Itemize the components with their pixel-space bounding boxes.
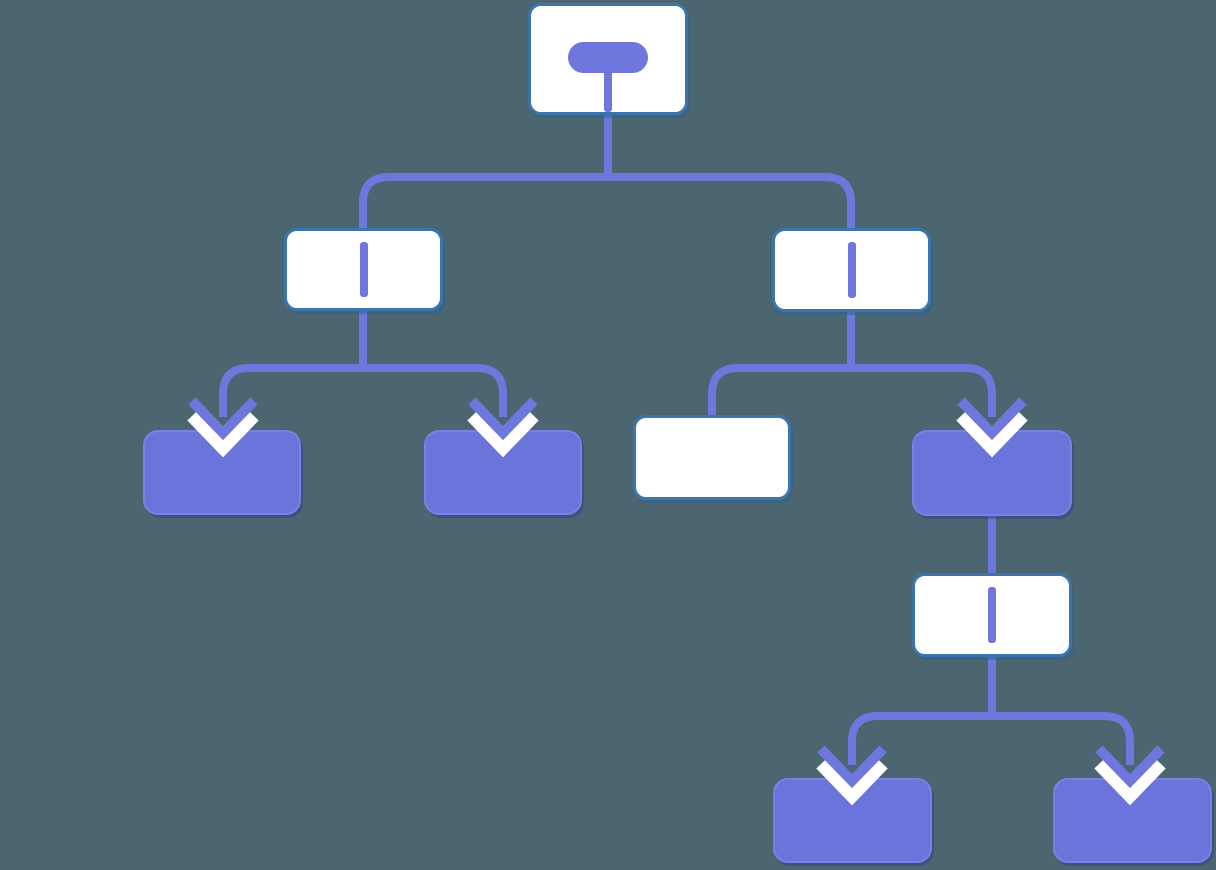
chevron-down-arrowhead-icon (467, 397, 539, 458)
chevron-down-arrowhead-icon (1094, 745, 1166, 806)
arrowhead-casing (467, 411, 539, 458)
arrowhead-chevron (188, 397, 258, 441)
arrowhead-casing (1094, 759, 1166, 806)
arrowhead-casing (816, 759, 888, 806)
node-branch-right[interactable] (772, 228, 931, 312)
start-pill-icon (568, 42, 648, 73)
arrowhead-chevron (1095, 745, 1165, 789)
pass-through-line (359, 242, 368, 297)
arrowhead-chevron (468, 397, 538, 441)
arrowhead-chevron (957, 397, 1027, 441)
pass-through-line (988, 587, 996, 643)
chevron-down-arrowhead-icon (816, 745, 888, 806)
node-child-plain[interactable] (633, 415, 791, 500)
chevron-down-arrowhead-icon (187, 397, 259, 458)
node-branch-left[interactable] (284, 228, 443, 311)
chevron-down-arrowhead-icon (956, 397, 1028, 458)
pass-through-line (847, 242, 856, 298)
edge-right-split[interactable] (708, 364, 996, 419)
arrowhead-casing (187, 411, 259, 458)
edge-left-split[interactable] (219, 364, 507, 417)
arrowhead-chevron (817, 745, 887, 789)
node-branch-bottom[interactable] (912, 573, 1072, 657)
edge-bottom-split[interactable] (848, 712, 1134, 765)
edge-top-split[interactable] (359, 173, 855, 371)
node-root[interactable] (528, 3, 688, 115)
start-stem (604, 69, 612, 112)
arrowhead-casing (956, 411, 1028, 458)
